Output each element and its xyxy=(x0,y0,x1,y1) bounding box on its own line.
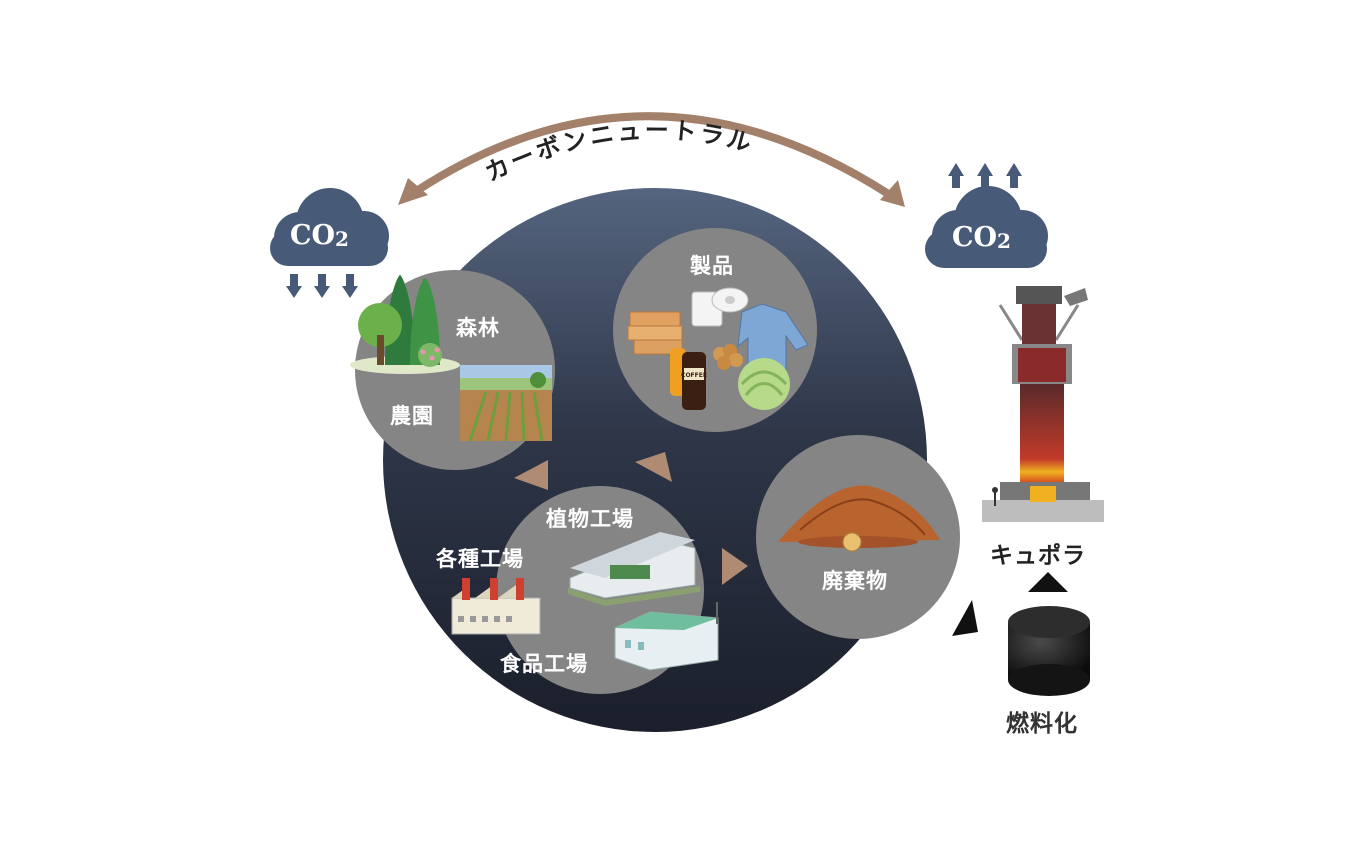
cupola-label: キュポラ xyxy=(990,543,1086,569)
forest-icon xyxy=(350,275,460,374)
cycle-arrow-to-products xyxy=(635,452,672,482)
products-icon: COFFEE xyxy=(627,287,809,410)
carbon-neutral-label: カーボンニュートラル xyxy=(481,116,758,187)
coffee-label: COFFEE xyxy=(681,372,707,379)
co2-right-label: CO2 xyxy=(952,222,1011,253)
forest-label: 森林 xyxy=(456,316,500,340)
food-factory-icon xyxy=(614,602,719,671)
food-factory-label: 食品工場 xyxy=(500,652,588,676)
various-factories-icon xyxy=(451,578,541,635)
carbon-neutral-arc xyxy=(398,112,905,207)
waste-pile-icon xyxy=(778,485,940,552)
waste-label: 廃棄物 xyxy=(822,569,888,593)
co2-cloud-right xyxy=(925,186,1048,268)
co2-left-label: CO2 xyxy=(290,220,349,251)
co2-subscript: 2 xyxy=(335,227,349,251)
up-arrows-icon xyxy=(948,163,1022,188)
plant-factory-icon xyxy=(568,532,700,606)
farm-field-icon xyxy=(460,365,552,442)
arrow-to-cupola xyxy=(1028,572,1068,592)
down-arrows-icon xyxy=(286,274,358,298)
carbon-neutral-text: カーボンニュートラル xyxy=(481,116,755,187)
arc-arrowhead-right xyxy=(880,180,905,207)
products-label: 製品 xyxy=(690,254,734,278)
fuel-briquette-icon xyxy=(1008,606,1090,696)
arc-arrowhead-left xyxy=(398,178,428,205)
fuelization-label: 燃料化 xyxy=(1006,711,1078,737)
farm-label: 農園 xyxy=(390,404,434,428)
various-factories-label: 各種工場 xyxy=(436,547,524,571)
co2-cloud-left xyxy=(270,188,389,266)
co2-subscript: 2 xyxy=(997,229,1011,253)
arrow-waste-to-fuel xyxy=(952,600,978,636)
cupola-furnace-icon xyxy=(982,286,1104,522)
cycle-arrow-to-forest xyxy=(514,460,548,490)
plant-factory-label: 植物工場 xyxy=(546,507,634,531)
cycle-arrow-to-waste xyxy=(722,548,748,585)
